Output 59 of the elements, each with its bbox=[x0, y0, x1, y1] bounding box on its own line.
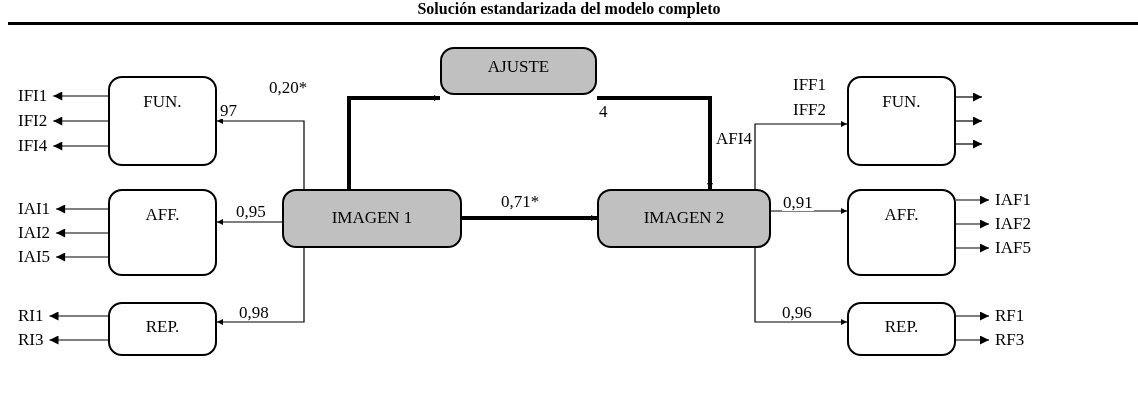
edge-label: 0,95 bbox=[235, 204, 267, 220]
arrow bbox=[55, 204, 109, 214]
indicator-label: IFF1 bbox=[793, 76, 827, 94]
arrow bbox=[955, 139, 983, 149]
construct-box: IMAGEN 1 bbox=[282, 189, 462, 248]
factor-box: FUN. bbox=[847, 76, 956, 166]
indicator-label: RI1 bbox=[18, 306, 44, 326]
edge-label: 4 bbox=[598, 104, 609, 120]
indicator-label: RF3 bbox=[995, 330, 1025, 350]
indicator-label: RF1 bbox=[995, 306, 1025, 326]
arrow bbox=[52, 91, 109, 101]
factor-box: REP. bbox=[108, 302, 217, 356]
arrow bbox=[52, 141, 109, 151]
arrow bbox=[754, 121, 848, 190]
arrow bbox=[216, 219, 283, 225]
arrow bbox=[48, 311, 109, 321]
arrow bbox=[55, 228, 109, 238]
edge-label: 97 bbox=[219, 103, 238, 119]
edge-label: 0,20* bbox=[268, 80, 309, 96]
indicator-label: IFI1 bbox=[18, 86, 48, 106]
arrow bbox=[955, 92, 983, 102]
construct-box: IMAGEN 2 bbox=[597, 189, 771, 248]
indicator-label: IAF5 bbox=[995, 238, 1031, 258]
construct-box: AJUSTE bbox=[440, 47, 597, 95]
arrow bbox=[955, 116, 983, 126]
indicator-label: IAF2 bbox=[995, 214, 1031, 234]
arrow bbox=[955, 243, 990, 253]
indicator-label: AFI4 bbox=[716, 130, 752, 148]
arrow bbox=[52, 116, 109, 126]
factor-box: REP. bbox=[847, 302, 956, 356]
indicator-label: IAI5 bbox=[18, 247, 51, 267]
arrow bbox=[55, 252, 109, 262]
edge-label: 0,98 bbox=[238, 305, 270, 321]
edge-label: 0,96 bbox=[781, 305, 813, 321]
factor-box: FUN. bbox=[108, 76, 217, 166]
indicator-label: IAI2 bbox=[18, 223, 51, 243]
edge-label: 0,91 bbox=[782, 195, 814, 211]
indicator-label: IAI1 bbox=[18, 199, 51, 219]
arrow bbox=[955, 335, 990, 345]
arrow bbox=[462, 215, 597, 221]
arrow bbox=[955, 219, 990, 229]
factor-box: AFF. bbox=[847, 189, 956, 276]
arrow bbox=[347, 95, 440, 189]
diagram-title: Solución estandarizada del modelo completo bbox=[416, 0, 722, 18]
indicator-label: IFI4 bbox=[18, 136, 48, 156]
edge-label: 0,71* bbox=[500, 194, 541, 210]
arrow bbox=[48, 335, 109, 345]
indicator-label: IFF2 bbox=[793, 101, 827, 119]
arrow bbox=[754, 247, 848, 325]
arrow bbox=[770, 208, 848, 214]
arrow bbox=[955, 311, 990, 321]
arrow bbox=[216, 118, 305, 190]
indicator-label: IAF1 bbox=[995, 190, 1031, 210]
arrow bbox=[216, 247, 305, 325]
indicator-label: IFI2 bbox=[18, 111, 48, 131]
factor-box: AFF. bbox=[108, 189, 217, 276]
arrow bbox=[955, 195, 990, 205]
arrow bbox=[597, 96, 713, 189]
indicator-label: RI3 bbox=[18, 330, 44, 350]
